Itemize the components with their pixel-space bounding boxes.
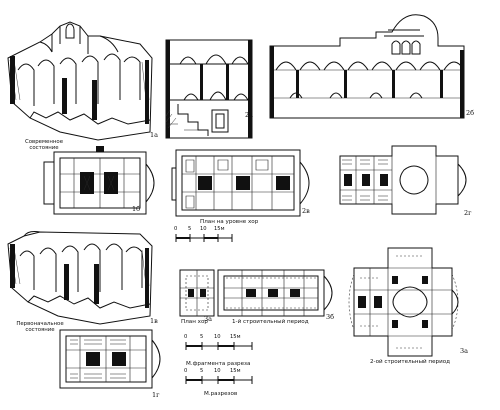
scale-bar-fragment — [185, 342, 253, 350]
plan-original-state — [59, 329, 161, 389]
figure-label-2b: 2б — [466, 109, 475, 117]
figure-label-1g: 1г — [152, 391, 160, 399]
caption-first-period: 1-й строительный период — [232, 319, 309, 325]
scale-plans-tick: 5 — [188, 226, 192, 232]
figure-label-3b: 3б — [326, 313, 335, 321]
scale-sections-tick: 5 — [200, 368, 204, 374]
caption-second-period: 2-ой строительный период — [370, 359, 450, 365]
figure-label-1v: 1в — [150, 317, 158, 325]
caption-choir-plan: План хор — [181, 319, 208, 325]
scale-fragment-tick: 0 — [184, 334, 188, 340]
caption-modern-state: Современное состояние — [14, 139, 74, 152]
caption-fragment-scale: М.фрагмента разреза — [186, 361, 251, 367]
plan-modern-state — [43, 146, 155, 215]
scale-fragment-tick: 15м — [230, 334, 241, 340]
scale-plans-tick: 15м — [214, 226, 225, 232]
caption-section-scale: М.разрезов — [204, 391, 238, 397]
caption-original-state-line1: Первоначальное — [16, 321, 64, 327]
plan-2g — [339, 145, 467, 215]
plan-first-period — [217, 269, 333, 317]
scale-fragment-tick: 5 — [200, 334, 204, 340]
figure-label-3a-large: 3а — [460, 347, 469, 355]
scale-bar-sections — [185, 376, 253, 384]
plan-choir-small — [179, 269, 215, 317]
scale-sections-tick: 10 — [214, 368, 221, 374]
caption-modern-state-line2: состояние — [29, 145, 59, 152]
section-2a — [165, 39, 253, 139]
axonometric-section-modern — [7, 21, 153, 141]
caption-original-state: Первоначальное состояние — [8, 321, 72, 334]
caption-original-state-line2: состояние — [25, 327, 55, 334]
figure-label-2v: 2в — [302, 207, 310, 215]
figure-label-1b: 1б — [132, 205, 141, 213]
scale-fragment-tick: 10 — [214, 334, 221, 340]
scale-plans-tick: 10 — [200, 226, 207, 232]
plan-second-period — [348, 247, 459, 357]
caption-modern-state-line1: Современное — [24, 139, 64, 145]
figure-label-2a: 2а — [245, 111, 254, 119]
scale-plans-tick: 0 — [174, 226, 178, 232]
scale-bar-plans — [175, 234, 233, 242]
axonometric-section-original — [7, 231, 153, 325]
scale-sections-tick: 15м — [230, 368, 241, 374]
figure-label-1a: 1а — [150, 131, 159, 139]
scale-sections-tick: 0 — [184, 368, 188, 374]
plan-choir-level — [171, 149, 310, 217]
figure-label-2g: 2г — [464, 209, 472, 217]
figure-label-3a-small: 3а — [204, 315, 213, 323]
section-2b — [269, 14, 465, 119]
caption-choir-level-plan: План на уровне хор — [200, 219, 259, 225]
